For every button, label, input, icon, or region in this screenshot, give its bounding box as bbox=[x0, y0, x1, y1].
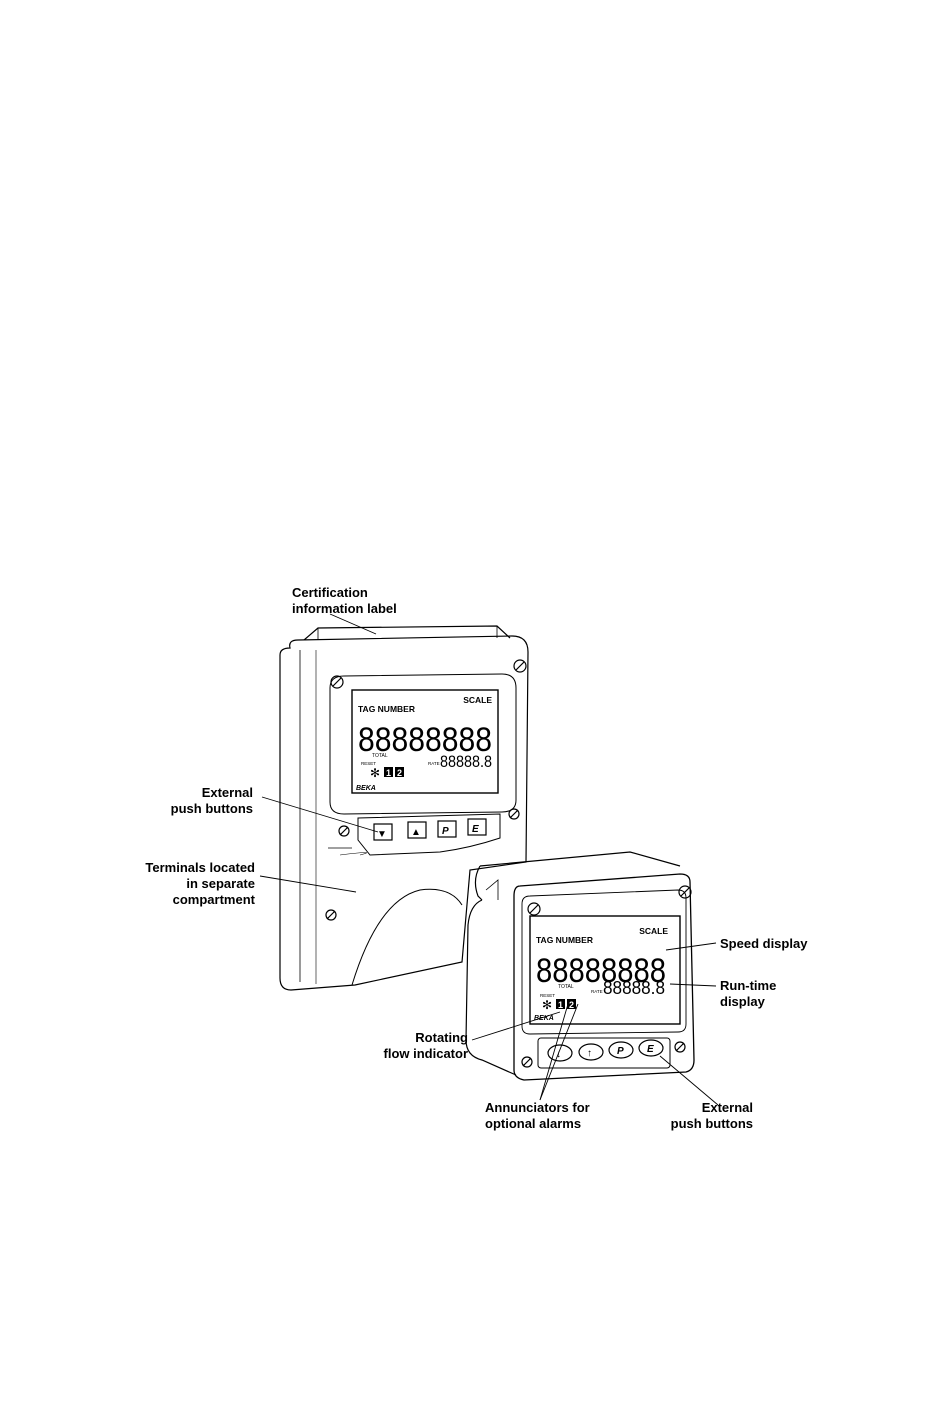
lcd-main-digits-small: 88888888 bbox=[536, 952, 666, 990]
button-panel-large bbox=[357, 813, 501, 856]
lcd-content-large: TAG NUMBER SCALE 88888888 TOTAL RESET RA… bbox=[356, 695, 492, 840]
callout-flow-indicator: Rotating flow indicator bbox=[383, 1030, 469, 1061]
screw-icon bbox=[325, 659, 527, 921]
lcd-total: TOTAL bbox=[372, 753, 388, 759]
p-button-large: P bbox=[442, 826, 449, 837]
brand-logo: BEKA bbox=[356, 785, 376, 792]
alarm-annunciator-1: 1 bbox=[386, 768, 391, 778]
lcd-main-digits: 88888888 bbox=[358, 721, 492, 759]
callout-speed-display: Speed display bbox=[720, 936, 808, 951]
brand-logo-small: BEKA bbox=[534, 1015, 554, 1022]
callout-certification-label: Certification information label bbox=[292, 585, 397, 616]
lcd-scale-small: SCALE bbox=[639, 926, 668, 936]
screw-icon bbox=[521, 885, 692, 1068]
lcd-tag-number: TAG NUMBER bbox=[358, 704, 415, 714]
lcd-window-small bbox=[529, 915, 681, 1025]
button-panel-small bbox=[537, 1037, 671, 1069]
callout-push-buttons-left: External push buttons bbox=[170, 785, 253, 816]
lcd-rate-digits: 88888.8 bbox=[440, 752, 492, 771]
lcd-rate-digits-small: 88888.8 bbox=[603, 978, 665, 998]
lcd-reset-small: RESET bbox=[540, 993, 555, 998]
alarm-annunciator-1-small: 1 bbox=[558, 1000, 563, 1010]
p-button-small: P bbox=[617, 1046, 624, 1057]
lcd-rate-small: RATE bbox=[591, 989, 603, 994]
flow-indicator-icon-small: ✻ bbox=[542, 998, 552, 1012]
alarm-annunciator-2: 2 bbox=[397, 768, 402, 778]
small-instrument bbox=[465, 851, 695, 1081]
up-arrow-button-small: ↑ bbox=[587, 1048, 592, 1059]
e-button-large: E bbox=[472, 824, 479, 835]
lcd-rate: RATE bbox=[428, 761, 440, 766]
lcd-scale: SCALE bbox=[463, 695, 492, 705]
callout-push-buttons-right: External push buttons bbox=[670, 1100, 753, 1131]
lcd-tag-number-small: TAG NUMBER bbox=[536, 935, 593, 945]
lcd-total-small: TOTAL bbox=[558, 984, 574, 990]
lcd-reset: RESET bbox=[361, 761, 376, 766]
down-arrow-button-small: ↓ bbox=[556, 1049, 561, 1060]
alarm-annunciator-2-small: 2 bbox=[569, 1000, 574, 1010]
lcd-window-large bbox=[351, 689, 499, 794]
flow-indicator-icon: ✻ bbox=[370, 766, 380, 780]
large-instrument bbox=[279, 625, 529, 991]
callout-runtime-display: Run-time display bbox=[720, 978, 777, 1009]
lcd-content-small: TAG NUMBER SCALE 88888888 TOTAL RESET RA… bbox=[534, 926, 668, 1060]
e-button-small: E bbox=[647, 1044, 654, 1055]
callout-annunciators: Annunciators for optional alarms bbox=[485, 1100, 590, 1131]
leader-lines bbox=[259, 613, 719, 1106]
down-arrow-button-large: ▼ bbox=[377, 829, 387, 840]
up-arrow-button-large: ▲ bbox=[411, 827, 421, 838]
callout-terminals: Terminals located in separate compartmen… bbox=[145, 860, 255, 907]
